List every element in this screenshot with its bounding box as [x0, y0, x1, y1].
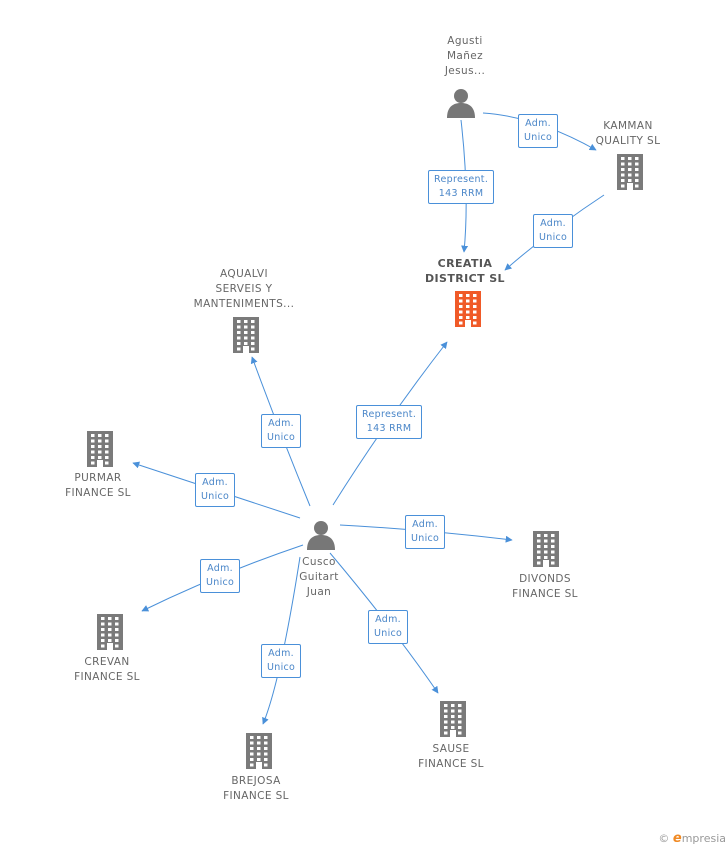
node-label-crevan[interactable]: CREVAN FINANCE SL — [74, 656, 140, 683]
person-icon — [447, 89, 475, 118]
edge-label-cusco-to-brejosa[interactable]: Adm. Unico — [261, 644, 302, 678]
node-label-creatia[interactable]: CREATIA DISTRICT SL — [425, 257, 505, 285]
edge-label-cusco-to-crevan[interactable]: Adm. Unico — [200, 559, 241, 593]
edge-label-agusti-to-kamman[interactable]: Adm. Unico — [518, 114, 559, 148]
building-icon — [617, 154, 643, 190]
person-icon — [307, 521, 335, 550]
node-brejosa[interactable] — [242, 733, 276, 773]
node-purmar[interactable] — [83, 431, 117, 471]
node-label-kamman[interactable]: KAMMAN QUALITY SL — [595, 120, 661, 147]
brand-logo-initial: e — [672, 831, 682, 846]
footer-brand: © empresia — [658, 831, 726, 846]
edge-label-cusco-to-purmar[interactable]: Adm. Unico — [195, 473, 236, 507]
node-label-aqualvi[interactable]: AQUALVI SERVEIS Y MANTENIMENTS... — [193, 268, 295, 310]
building-icon — [455, 291, 481, 327]
building-icon — [246, 733, 272, 769]
node-label-agusti[interactable]: Agusti Mañez Jesus... — [444, 35, 486, 77]
building-icon — [97, 614, 123, 650]
node-aqualvi[interactable] — [229, 317, 263, 357]
edge-label-kamman-to-creatia[interactable]: Adm. Unico — [533, 214, 574, 248]
node-label-brejosa[interactable]: BREJOSA FINANCE SL — [223, 775, 289, 802]
node-label-sause[interactable]: SAUSE FINANCE SL — [418, 743, 484, 770]
node-cusco[interactable] — [306, 520, 336, 554]
node-sause[interactable] — [436, 701, 470, 741]
building-icon — [87, 431, 113, 467]
edge-label-cusco-to-aqualvi[interactable]: Adm. Unico — [261, 414, 302, 448]
node-label-divonds[interactable]: DIVONDS FINANCE SL — [512, 573, 578, 600]
edge-label-cusco-to-creatia[interactable]: Represent. 143 RRM — [356, 405, 423, 439]
node-creatia[interactable] — [451, 291, 485, 331]
node-kamman[interactable] — [613, 154, 647, 194]
copyright-symbol: © — [658, 832, 670, 845]
edge-label-cusco-to-divonds[interactable]: Adm. Unico — [405, 515, 446, 549]
node-agusti[interactable] — [446, 88, 476, 122]
edge-label-cusco-to-sause[interactable]: Adm. Unico — [368, 610, 409, 644]
node-divonds[interactable] — [529, 531, 563, 571]
building-icon — [533, 531, 559, 567]
edge-label-agusti-to-creatia[interactable]: Represent. 143 RRM — [428, 170, 495, 204]
brand-name: mpresia — [681, 832, 726, 845]
building-icon — [233, 317, 259, 353]
node-crevan[interactable] — [93, 614, 127, 654]
node-label-cusco[interactable]: Cusco Guitart Juan — [299, 556, 339, 598]
node-label-purmar[interactable]: PURMAR FINANCE SL — [65, 472, 131, 499]
building-icon — [440, 701, 466, 737]
